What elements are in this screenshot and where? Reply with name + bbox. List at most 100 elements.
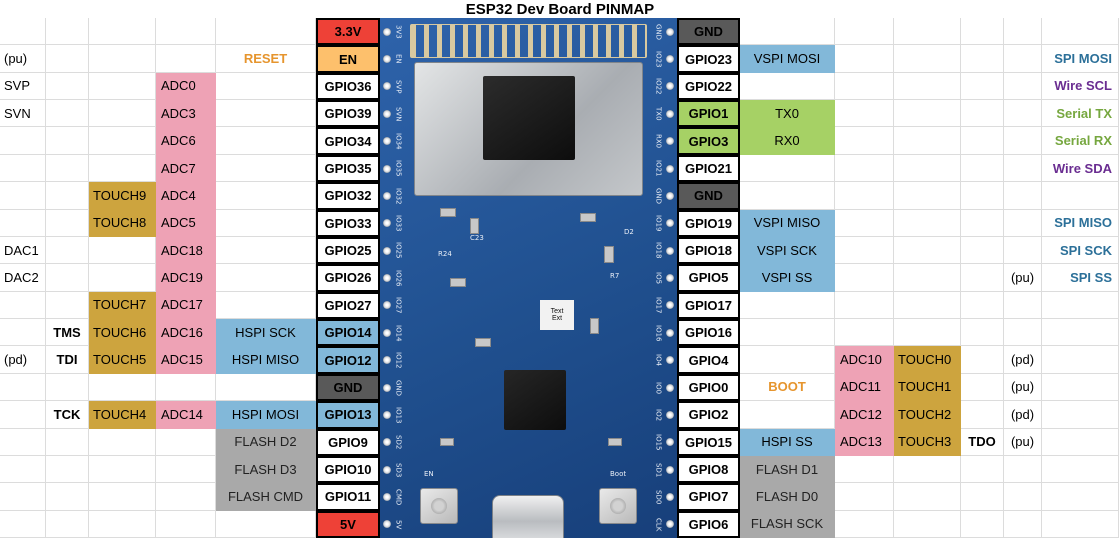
board-silk-pin-name: SD1 <box>654 462 663 477</box>
grid-cell-empty <box>1042 373 1119 402</box>
board-silk-pin-name: IO17 <box>654 297 663 314</box>
cell-gpio18: GPIO18 <box>677 236 740 265</box>
pin-hole <box>381 483 393 510</box>
grid-cell-empty <box>835 291 894 320</box>
board-silk-pin-name: IO15 <box>654 434 663 451</box>
cell-vspi-miso: VSPI MISO <box>740 209 835 237</box>
cell-gpio33: GPIO33 <box>316 209 380 237</box>
board-silk-pin-name: IO32 <box>394 187 403 205</box>
board-silk-pin-name: 3V3 <box>394 24 403 39</box>
cell-gpio16: GPIO16 <box>677 319 740 347</box>
cell-flash-d2: FLASH D2 <box>216 428 316 456</box>
board-usb-uart-chip <box>504 370 566 430</box>
board-silk-pin-name: GND <box>654 23 663 40</box>
grid-cell-empty <box>835 100 894 128</box>
grid-cell-empty <box>961 236 1004 265</box>
cell-gpio5: GPIO5 <box>677 264 740 292</box>
grid-cell-empty <box>961 182 1004 210</box>
pin-hole <box>381 319 393 346</box>
cell-gpio22: GPIO22 <box>677 72 740 101</box>
cell-flash-d1: FLASH D1 <box>740 455 835 484</box>
board-silk-label: D2 <box>624 228 634 236</box>
cell-touch0: TOUCH0 <box>894 346 961 374</box>
grid-cell-empty <box>740 72 835 101</box>
pin-hole <box>664 347 676 374</box>
board-silk-label: Boot <box>610 470 627 478</box>
pin-hole <box>664 100 676 127</box>
grid-cell-empty <box>835 236 894 265</box>
board-silk-pin-name: IO27 <box>394 297 403 314</box>
grid-cell-empty <box>961 100 1004 128</box>
board-silk-pin-name: SD0 <box>654 489 663 505</box>
board-silk-label: R24 <box>438 250 452 258</box>
grid-cell-empty <box>1004 127 1042 155</box>
cell-gpio36: GPIO36 <box>316 72 380 101</box>
grid-cell-empty <box>216 18 316 46</box>
cell-serial-tx: Serial TX <box>1042 100 1119 128</box>
page-title: ESP32 Dev Board PINMAP <box>465 0 655 18</box>
pin-hole <box>664 45 676 72</box>
board-silk-pin-name: TX0 <box>654 107 663 121</box>
board-silk-pin-name: IO4 <box>654 354 663 367</box>
grid-cell-empty <box>89 264 156 292</box>
grid-cell-empty <box>1042 319 1119 347</box>
cell-adc11: ADC11 <box>835 373 894 402</box>
cell-serial-rx: Serial RX <box>1042 127 1119 155</box>
cell-gpio9: GPIO9 <box>316 428 380 456</box>
cell-svn: SVN <box>0 100 46 128</box>
grid-cell-empty <box>216 236 316 265</box>
board-silk-pin-name: IO14 <box>394 324 403 342</box>
board-silk-label: C23 <box>470 234 484 242</box>
grid-cell-empty <box>216 100 316 128</box>
cell-wire-sda: Wire SDA <box>1042 154 1119 183</box>
grid-cell-empty <box>216 154 316 183</box>
pin-hole <box>381 18 393 45</box>
grid-cell-empty <box>1004 455 1042 484</box>
grid-cell-empty <box>894 18 961 46</box>
cell-gnd: GND <box>677 182 740 210</box>
grid-cell-empty <box>216 510 316 538</box>
cell-tdo: TDO <box>961 428 1004 456</box>
grid-cell-empty <box>46 291 89 320</box>
cell-touch9: TOUCH9 <box>89 182 156 210</box>
pin-hole <box>664 374 676 401</box>
board-silk-pin-name: IO21 <box>654 160 663 177</box>
cell-vspi-sck: VSPI SCK <box>740 236 835 265</box>
grid-cell-empty <box>89 127 156 155</box>
grid-cell-empty <box>740 346 835 374</box>
grid-cell-empty <box>0 182 46 210</box>
grid-cell-empty <box>216 264 316 292</box>
grid-cell-empty <box>46 154 89 183</box>
grid-cell-empty <box>1042 18 1119 46</box>
pin-hole <box>664 18 676 45</box>
grid-cell-empty <box>1004 154 1042 183</box>
board-silk-pin-name: IO13 <box>394 406 403 424</box>
cell-adc5: ADC5 <box>156 209 216 237</box>
cell-pu: (pu) <box>0 45 46 73</box>
cell-gpio34: GPIO34 <box>316 127 380 155</box>
grid-cell-empty <box>89 100 156 128</box>
grid-cell-empty <box>89 236 156 265</box>
pin-hole <box>381 429 393 456</box>
grid-cell-empty <box>894 182 961 210</box>
grid-cell-empty <box>740 319 835 347</box>
grid-cell-empty <box>216 291 316 320</box>
cell-flash-sck: FLASH SCK <box>740 510 835 538</box>
grid-cell-empty <box>216 209 316 237</box>
cell-adc17: ADC17 <box>156 291 216 320</box>
grid-cell-empty <box>46 72 89 101</box>
grid-cell-empty <box>894 45 961 73</box>
grid-cell-empty <box>961 154 1004 183</box>
grid-cell-empty <box>156 483 216 511</box>
grid-cell-empty <box>961 209 1004 237</box>
board-capacitor <box>440 438 454 446</box>
grid-cell-empty <box>1042 182 1119 210</box>
cell-tx0: TX0 <box>740 100 835 128</box>
grid-cell-empty <box>894 236 961 265</box>
grid-cell-empty <box>1004 209 1042 237</box>
grid-cell-empty <box>961 264 1004 292</box>
board-silk-pin-name: IO23 <box>654 50 663 68</box>
cell-gpio6: GPIO6 <box>677 510 740 538</box>
cell-gpio19: GPIO19 <box>677 209 740 237</box>
